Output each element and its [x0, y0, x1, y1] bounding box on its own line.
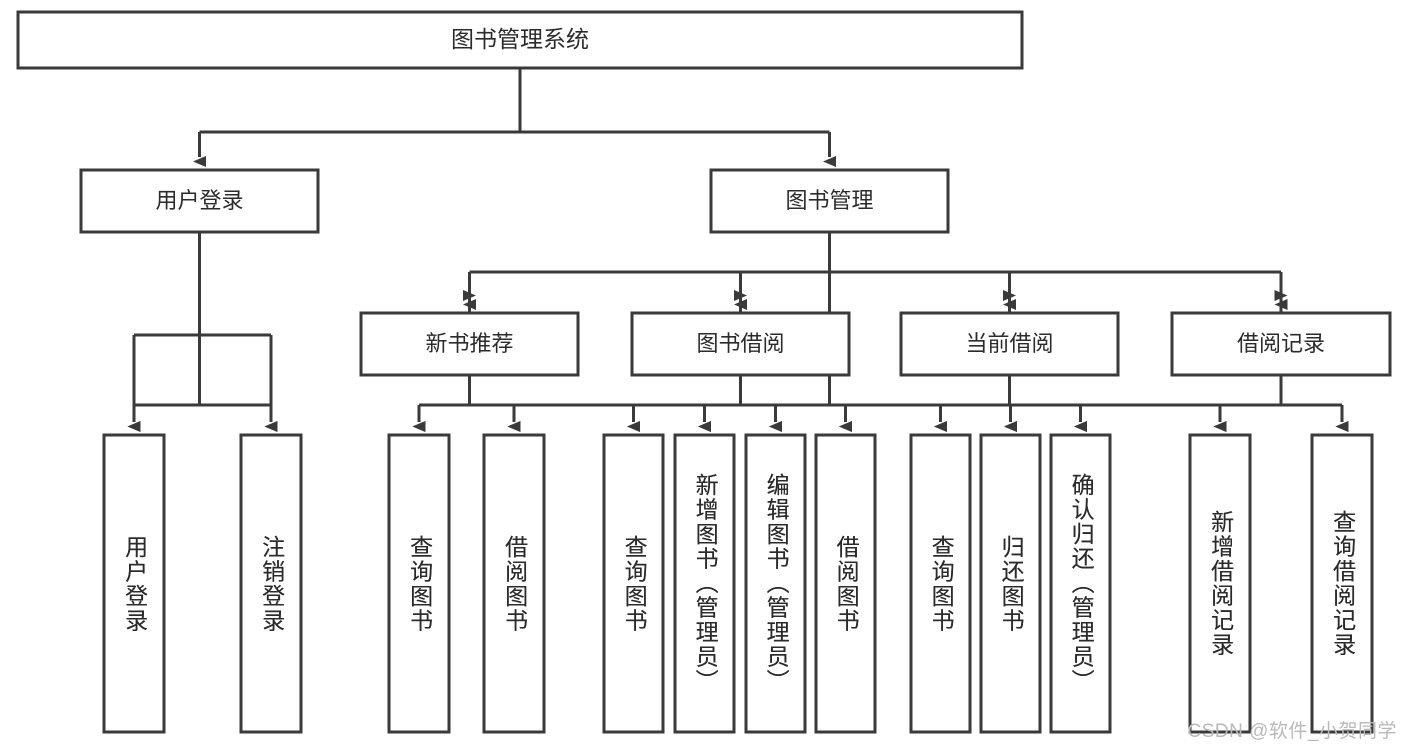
- node-label-current-borrow: 当前借阅: [965, 331, 1053, 356]
- node-box-current-query-book[interactable]: [909, 433, 972, 734]
- node-label-user-login: 用户登录: [155, 188, 243, 213]
- node-box-book-management[interactable]: [709, 168, 950, 234]
- node-box-book-borrow[interactable]: [630, 311, 851, 377]
- node-box-user-login-do[interactable]: [102, 433, 166, 734]
- node-box-current-borrow[interactable]: [899, 311, 1120, 377]
- node-box-borrow-edit-book[interactable]: [744, 433, 807, 734]
- node-box-recommend-query-book[interactable]: [387, 433, 451, 734]
- node-box-root[interactable]: [16, 10, 1024, 70]
- node-label-new-book-recommend: 新书推荐: [425, 331, 513, 356]
- node-box-borrow-query-book[interactable]: [602, 433, 665, 734]
- node-label-book-management: 图书管理: [785, 188, 873, 213]
- node-box-recommend-borrow-book[interactable]: [482, 433, 546, 734]
- node-box-user-login[interactable]: [79, 168, 320, 234]
- node-label-root: 图书管理系统: [451, 26, 589, 52]
- node-layer: 图书管理系统用户登录图书管理新书推荐图书借阅当前借阅借阅记录新书推荐图书借阅当前…: [16, 10, 1392, 734]
- node-box-record-query[interactable]: [1310, 433, 1374, 734]
- node-label-borrow-records: 借阅记录: [1237, 331, 1325, 356]
- node-box-current-return-book[interactable]: [979, 433, 1042, 734]
- node-box-current-confirm-return[interactable]: [1049, 433, 1112, 734]
- node-box-borrow-borrow-book[interactable]: [814, 433, 877, 734]
- node-label-book-borrow: 图书借阅: [696, 331, 784, 356]
- node-box-record-add[interactable]: [1188, 433, 1252, 734]
- node-box-new-book-recommend[interactable]: [359, 311, 580, 377]
- node-box-borrow-add-book[interactable]: [673, 433, 736, 734]
- node-box-borrow-records[interactable]: [1170, 311, 1392, 377]
- watermark-text: CSDN @软件_小贺同学: [1187, 721, 1397, 742]
- node-box-user-logout[interactable]: [239, 433, 303, 734]
